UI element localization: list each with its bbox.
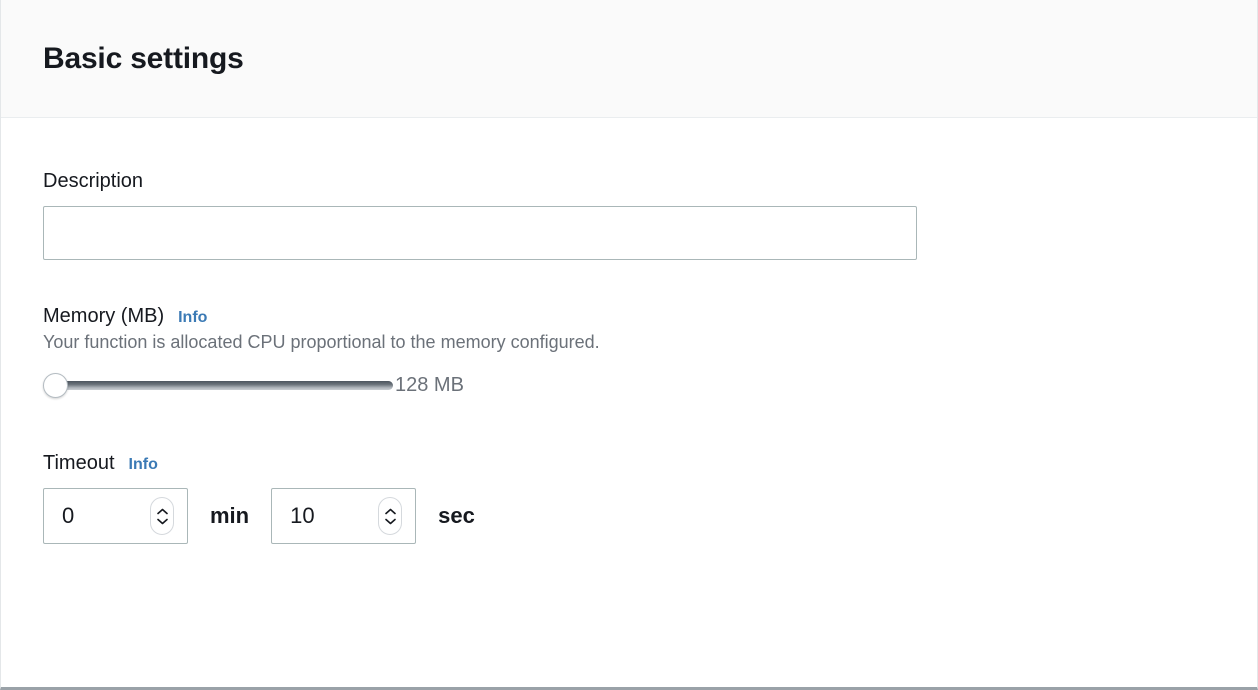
memory-slider[interactable] — [43, 368, 393, 402]
chevron-down-icon[interactable] — [156, 518, 168, 525]
panel-header: Basic settings — [1, 0, 1257, 118]
memory-slider-row: 128 MB — [43, 368, 1215, 402]
timeout-label-row: Timeout Info — [43, 452, 1215, 475]
timeout-minutes-stepper[interactable] — [150, 497, 174, 536]
chevron-down-icon[interactable] — [384, 518, 396, 525]
description-input[interactable] — [43, 206, 917, 260]
description-field-group: Description — [43, 170, 1215, 260]
timeout-seconds-input[interactable] — [272, 489, 368, 544]
panel-body: Description Memory (MB) Info Your functi… — [1, 118, 1257, 545]
timeout-seconds-input-wrapper[interactable] — [271, 488, 417, 545]
memory-field-group: Memory (MB) Info Your function is alloca… — [43, 305, 1215, 402]
timeout-minutes-input[interactable] — [44, 489, 139, 544]
chevron-up-icon[interactable] — [156, 508, 168, 515]
chevron-up-icon[interactable] — [384, 508, 396, 515]
timeout-info-link[interactable]: Info — [128, 456, 158, 474]
timeout-minutes-unit: min — [210, 503, 250, 529]
timeout-seconds-stepper[interactable] — [378, 497, 403, 536]
timeout-field-group: Timeout Info min — [43, 452, 1215, 545]
memory-label: Memory (MB) — [43, 305, 165, 327]
memory-info-link[interactable]: Info — [178, 309, 208, 326]
memory-helper-text: Your function is allocated CPU proportio… — [43, 332, 600, 352]
timeout-seconds-unit: sec — [438, 503, 475, 529]
memory-label-row: Memory (MB) Info — [43, 305, 1215, 328]
slider-thumb-handle[interactable] — [43, 373, 68, 399]
timeout-minutes-input-wrapper[interactable] — [43, 488, 188, 545]
memory-value-label: 128 MB — [395, 373, 464, 396]
timeout-label: Timeout — [43, 452, 115, 475]
memory-slider-track — [51, 381, 393, 391]
description-label: Description — [43, 170, 144, 192]
page-title: Basic settings — [43, 41, 244, 75]
timeout-inputs-row: min sec — [43, 488, 1215, 545]
